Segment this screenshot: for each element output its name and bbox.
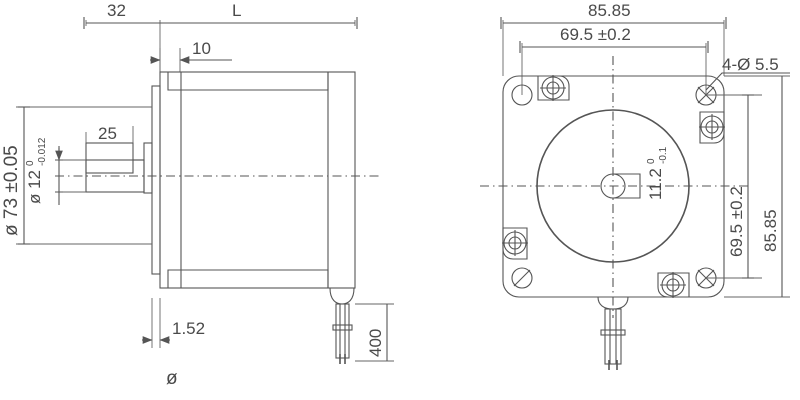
output-shaft bbox=[85, 142, 145, 193]
dim-10 bbox=[150, 48, 232, 72]
dim-label-1-52: 1.52 bbox=[172, 319, 205, 338]
dim-label-bolt-v-69-5: 69.5 ±0.2 bbox=[727, 186, 746, 257]
dim-bolt-v-69-5 bbox=[706, 94, 762, 279]
dim-label-shaft-flat-tol-lower: -0.1 bbox=[658, 146, 669, 164]
dim-label-pilot-tol-upper: 0 bbox=[25, 160, 36, 166]
dim-label-32: 32 bbox=[107, 1, 126, 20]
dim-top-chain bbox=[83, 17, 358, 72]
dim-1-52 bbox=[142, 298, 170, 348]
screw-boss-bottom-right bbox=[657, 272, 690, 298]
motor-body bbox=[143, 71, 356, 289]
dim-label-shaft-flat: 11.2 bbox=[646, 168, 665, 200]
side-elevation-view: 32 L 10 bbox=[1, 1, 394, 389]
dim-label-mounting-holes: 4-Ø 5.5 bbox=[722, 55, 779, 74]
dim-label-400: 400 bbox=[366, 329, 385, 357]
dim-label-width-85-85: 85.85 bbox=[588, 1, 631, 20]
dim-400 bbox=[355, 303, 394, 362]
dim-label-10: 10 bbox=[192, 39, 211, 58]
screw-boss-top-left bbox=[537, 75, 570, 101]
dim-label-pilot-tol-lower: -0.012 bbox=[37, 137, 48, 166]
dim-label-pilot-dia: ø 12 bbox=[25, 170, 44, 204]
dim-width-85-85 bbox=[500, 17, 727, 76]
dim-label-bolt-h-69-5: 69.5 ±0.2 bbox=[560, 25, 631, 44]
dim-pilot-dia bbox=[55, 146, 86, 205]
dim-25 bbox=[85, 126, 134, 143]
front-end-view: 85.85 69.5 ±0.2 4-Ø 5.5 11.2 bbox=[480, 1, 790, 370]
mounting-hole-bottom-left bbox=[511, 267, 533, 289]
dim-label-height-85-85: 85.85 bbox=[761, 209, 780, 252]
dim-bolt-h-69-5 bbox=[519, 41, 709, 95]
dim-height-85-85 bbox=[724, 75, 790, 298]
dim-label-25: 25 bbox=[98, 124, 117, 143]
callout-mounting-holes bbox=[705, 72, 790, 91]
pilot-bore-circle bbox=[536, 109, 690, 263]
dim-flange-dia bbox=[16, 106, 152, 245]
screw-boss-left-lower bbox=[502, 227, 528, 260]
dim-label-flange-dia: ø 73 ±0.05 bbox=[1, 145, 22, 236]
bottom-diameter-symbol: ø bbox=[166, 368, 178, 389]
cable-exit-front bbox=[597, 296, 629, 370]
dim-label-L: L bbox=[232, 1, 241, 20]
mounting-hole-top-left bbox=[511, 84, 533, 106]
cable-exit-side bbox=[329, 287, 355, 364]
dim-label-shaft-flat-tol-upper: 0 bbox=[646, 158, 657, 164]
shaft-with-keyway bbox=[600, 173, 641, 199]
screw-boss-right-upper bbox=[699, 111, 725, 144]
